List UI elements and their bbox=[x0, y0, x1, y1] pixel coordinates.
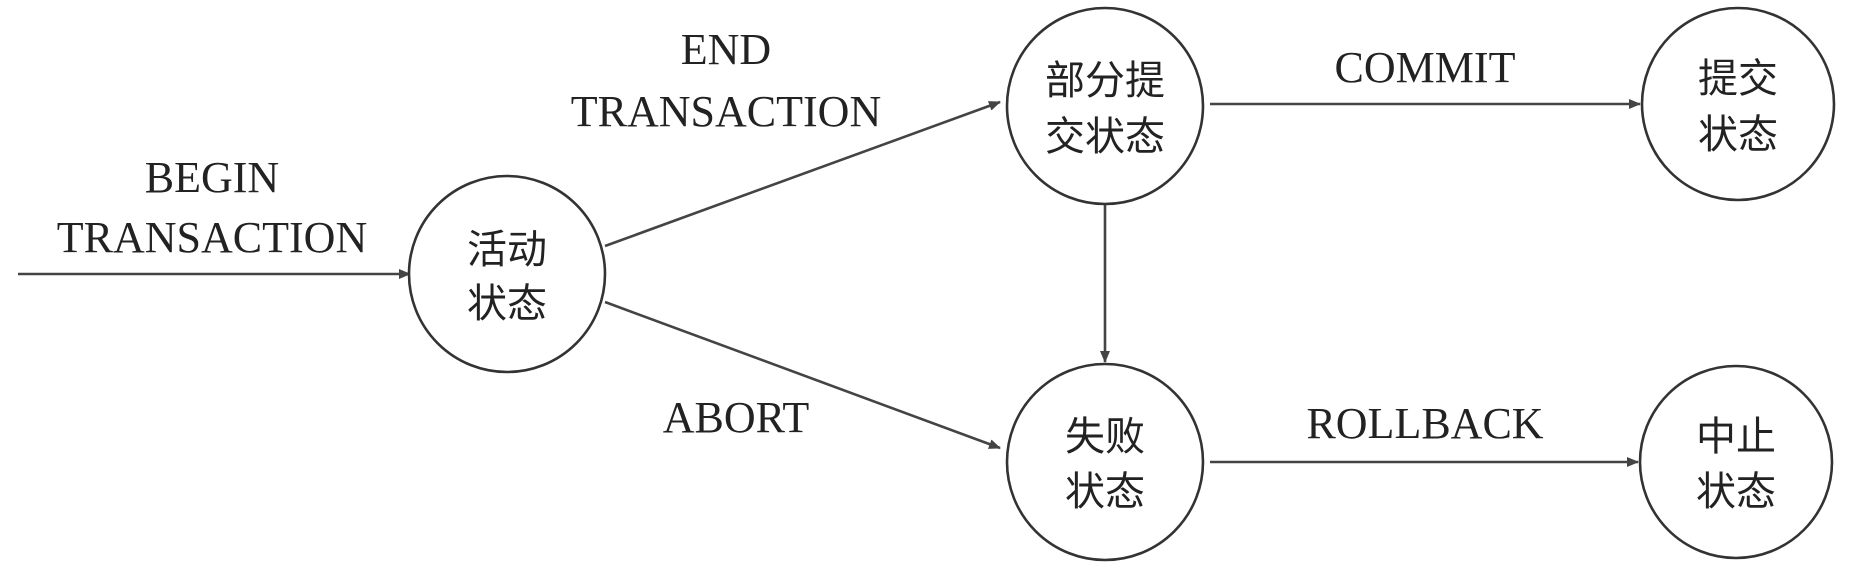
node-aborted-state: 中止 状态 bbox=[1638, 364, 1834, 560]
label-begin-line2: TRANSACTION bbox=[57, 213, 367, 262]
label-end-line1: END bbox=[681, 25, 771, 74]
label-commit: COMMIT bbox=[1335, 43, 1516, 92]
node-aborted-line1: 中止 bbox=[1696, 414, 1776, 460]
node-active-state-line1: 活动 bbox=[467, 227, 547, 273]
node-committed-line2: 状态 bbox=[1698, 112, 1778, 158]
node-failed-state: 失败 状态 bbox=[1005, 362, 1205, 562]
label-end-line2: TRANSACTION bbox=[571, 87, 881, 136]
node-failed-line2: 状态 bbox=[1065, 469, 1145, 515]
label-rollback: ROLLBACK bbox=[1306, 399, 1543, 448]
node-active-state-line2: 状态 bbox=[467, 281, 547, 327]
node-aborted-line2: 状态 bbox=[1696, 469, 1776, 515]
node-active-state: 活动 状态 bbox=[407, 174, 607, 374]
label-begin-transaction: BEGIN TRANSACTION bbox=[57, 153, 367, 262]
abort-arrow bbox=[604, 300, 1001, 450]
node-partially-committed-line1: 部分提 bbox=[1045, 58, 1165, 104]
label-begin-line1: BEGIN bbox=[145, 153, 279, 202]
label-end-transaction: END TRANSACTION bbox=[571, 25, 881, 136]
label-abort: ABORT bbox=[663, 393, 810, 442]
end-transaction-arrow bbox=[604, 100, 1001, 248]
node-committed-line1: 提交 bbox=[1698, 56, 1778, 102]
node-partially-committed-state: 部分提 交状态 bbox=[1005, 6, 1205, 206]
node-failed-line1: 失败 bbox=[1065, 414, 1145, 460]
node-partially-committed-line2: 交状态 bbox=[1045, 114, 1165, 160]
node-committed-state: 提交 状态 bbox=[1640, 6, 1836, 202]
